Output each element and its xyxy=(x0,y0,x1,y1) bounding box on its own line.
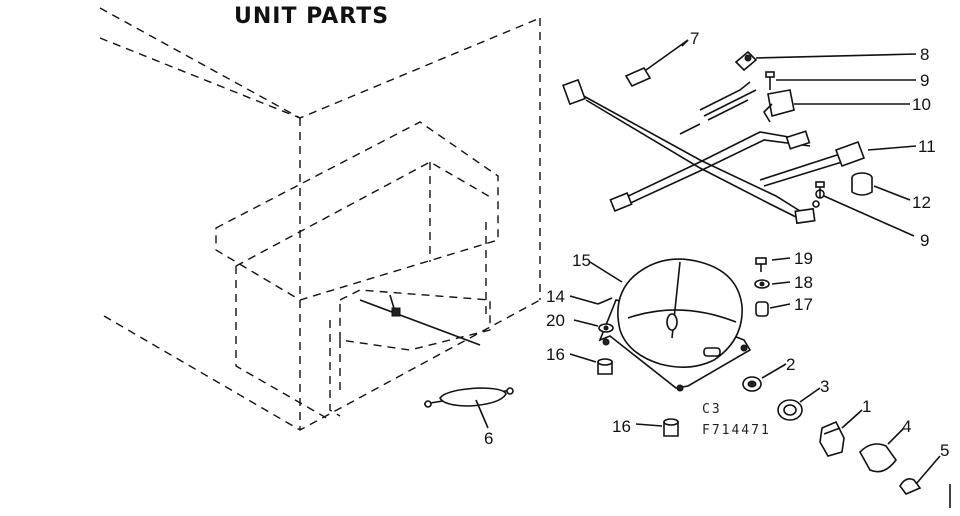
capacitor-12 xyxy=(851,172,873,196)
screw-9-bottom xyxy=(815,181,825,198)
callout-9-top: 9 xyxy=(920,71,929,90)
callout-7: 7 xyxy=(690,29,699,48)
compressor xyxy=(598,258,752,392)
callout-18: 18 xyxy=(794,273,813,292)
callout-labels: 1 2 3 4 5 6 7 8 9 10 11 12 9 14 15 16 16… xyxy=(484,29,949,460)
callout-15: 15 xyxy=(572,251,591,270)
diagram-title: UNIT PARTS xyxy=(234,4,390,29)
relay-bracket-10 xyxy=(762,89,795,123)
cabinet-outline xyxy=(99,7,541,431)
callout-2: 2 xyxy=(786,355,795,374)
callout-11: 11 xyxy=(918,137,936,156)
filter-drier xyxy=(423,387,514,408)
callout-6: 6 xyxy=(484,429,493,448)
mounting-hardware xyxy=(597,257,770,437)
retainer-clip-5 xyxy=(899,478,922,495)
diagram-code-line-1: C3 xyxy=(702,402,722,417)
callout-17: 17 xyxy=(794,295,813,314)
drain-fitting-marker xyxy=(391,307,401,317)
callout-5: 5 xyxy=(940,441,949,460)
callout-12: 12 xyxy=(912,193,931,212)
leader-lines xyxy=(475,39,941,485)
callout-4: 4 xyxy=(902,417,911,436)
wiring-harness xyxy=(562,78,866,225)
callout-20: 20 xyxy=(546,311,565,330)
callout-14: 14 xyxy=(546,287,565,306)
diagram-code-line-2: F714471 xyxy=(702,423,771,438)
callout-10: 10 xyxy=(912,95,931,114)
callout-9-bottom: 9 xyxy=(920,231,929,250)
callout-1: 1 xyxy=(862,397,871,416)
relay-cover-4 xyxy=(859,443,897,473)
callout-16-bottom: 16 xyxy=(612,417,631,436)
screw-9-top xyxy=(765,71,775,90)
overload-2 xyxy=(742,376,762,392)
grommet-3 xyxy=(777,399,803,421)
callout-19: 19 xyxy=(794,249,813,268)
terminal-boot-8 xyxy=(734,50,758,72)
callout-8: 8 xyxy=(920,45,929,64)
relay-1 xyxy=(819,420,845,457)
wire-terminal-7 xyxy=(624,66,652,88)
callout-16-left: 16 xyxy=(546,345,565,364)
callout-3: 3 xyxy=(820,377,829,396)
